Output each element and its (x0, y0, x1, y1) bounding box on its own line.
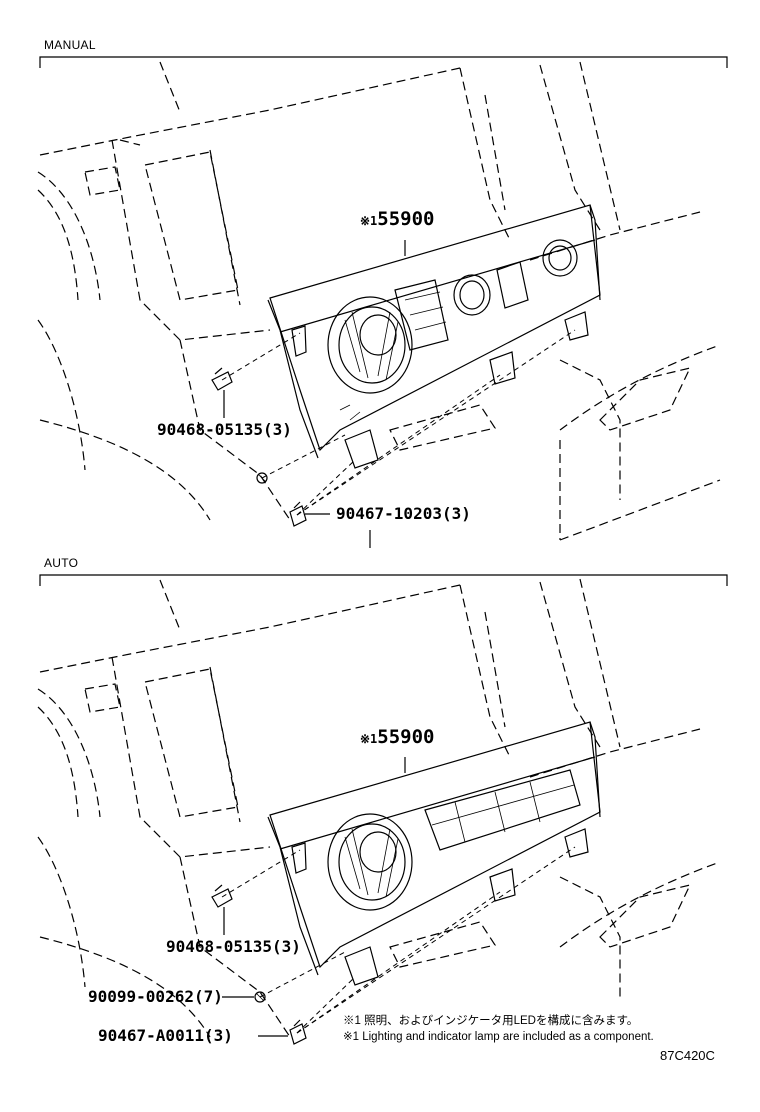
manual-panel-part-label: ※155900 (360, 208, 434, 230)
manual-lower-clip (289, 501, 307, 527)
dashboard-outline (159, 61, 181, 113)
part-number: 55900 (377, 208, 435, 230)
dashboard-outline (459, 67, 511, 241)
dashboard-outline (559, 861, 721, 948)
note-english: ※1 Lighting and indicator lamp are inclu… (343, 1031, 654, 1043)
dashboard-outline (179, 856, 291, 1038)
auto-lower-clip-part-label: 90467-A0011(3) (98, 1026, 233, 1045)
vent-outline (144, 668, 239, 818)
dashboard-outline (37, 688, 101, 818)
dashboard-outline (559, 479, 721, 541)
dashboard-outline (559, 344, 721, 431)
dashboard-outline (111, 139, 271, 341)
dashboard-outline (37, 706, 79, 818)
dashboard-outline (37, 189, 79, 301)
dashboard-outline (119, 139, 241, 306)
dashboard-outline (539, 581, 601, 748)
dashboard-outline (529, 728, 701, 778)
auto-clip-part-label: 90468-05135(3) (166, 937, 301, 956)
dashboard-outline (209, 666, 241, 823)
manual-clip-part-label: 90468-05135(3) (157, 420, 292, 439)
dashboard-outline (37, 171, 101, 301)
auto-panel-part-label: ※155900 (360, 726, 434, 748)
manual-view (37, 56, 728, 548)
vent-outline (84, 683, 121, 713)
dashboard-outline (389, 404, 496, 451)
note-japanese: ※1 照明、およびインジケータ用LEDを構成に含みます。 (343, 1015, 639, 1027)
vent-outline (84, 166, 121, 196)
reference-mark: ※1 (360, 732, 378, 746)
part-number: 55900 (377, 726, 435, 748)
dashboard-outline (529, 211, 701, 261)
dashboard-outline (579, 578, 621, 748)
dashboard-outline (599, 367, 692, 431)
dashboard-outline (39, 67, 461, 156)
dashboard-outline (484, 94, 506, 211)
manual-upper-clip (211, 367, 233, 391)
auto-section-title: AUTO (44, 556, 79, 570)
dashboard-outline (37, 319, 86, 471)
auto-section-bracket (39, 574, 728, 586)
dashboard-outline (484, 611, 506, 728)
dashboard-outline (579, 61, 621, 231)
dashboard-outline (39, 584, 461, 673)
auto-screw-part-label: 90099-00262(7) (88, 987, 223, 1006)
dashboard-outline (539, 64, 601, 231)
dashboard-outline (559, 876, 621, 1000)
auto-upper-clip (211, 884, 233, 908)
dashboard-outline (179, 339, 291, 521)
auto-control-panel (267, 721, 601, 986)
dashboard-outline (159, 579, 181, 631)
diagram-code: 87C420C (660, 1048, 715, 1063)
auto-view (37, 574, 728, 1045)
manual-section-title: MANUAL (44, 38, 96, 52)
reference-mark: ※1 (360, 214, 378, 228)
dashboard-outline (37, 836, 86, 988)
auto-lower-clip (289, 1019, 307, 1045)
dashboard-outline (39, 936, 211, 1038)
dashboard-outline (599, 884, 692, 948)
manual-section-bracket (39, 56, 728, 68)
dashboard-outline (39, 419, 211, 521)
dashboard-outline (459, 584, 511, 758)
dashboard-outline (559, 359, 621, 500)
manual-lower-clip-part-label: 90467-10203(3) (336, 504, 471, 523)
manual-control-panel (267, 204, 601, 469)
dashboard-outline (111, 656, 271, 858)
vent-outline (144, 151, 239, 301)
